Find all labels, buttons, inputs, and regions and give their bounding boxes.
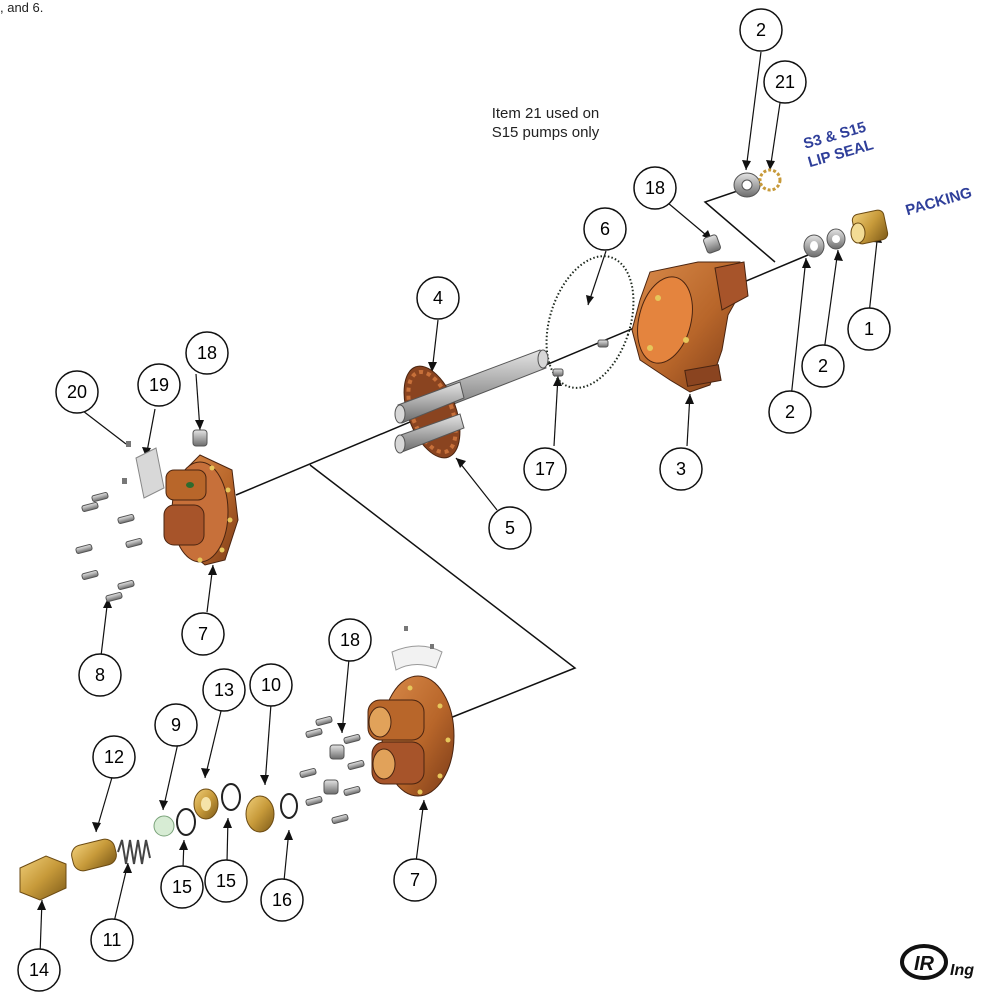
part-capscrews-lower <box>299 715 365 825</box>
callout-10: 10 <box>249 663 293 707</box>
part-packing-nut <box>850 209 889 245</box>
svg-text:9: 9 <box>171 715 181 735</box>
usage-note: Item 21 used on S15 pumps only <box>468 104 623 142</box>
part-nameplate <box>135 447 165 499</box>
callout-19: 19 <box>137 363 181 407</box>
callout-7-upper: 7 <box>181 612 225 656</box>
svg-text:11: 11 <box>103 930 122 950</box>
callout-1: 1 <box>847 307 891 351</box>
callout-21: 21 <box>763 60 807 104</box>
callout-11: 11 <box>90 918 134 962</box>
svg-text:IR: IR <box>914 953 935 975</box>
svg-text:7: 7 <box>198 624 208 644</box>
callout-4: 4 <box>416 276 460 320</box>
callout-18-body: 18 <box>633 166 677 210</box>
part-ball-9 <box>153 815 175 837</box>
header-text-fragment: , and 6. <box>0 0 44 15</box>
callout-balloons: 2 21 18 6 4 18 19 20 17 3 5 2 2 1 7 8 18… <box>17 8 891 992</box>
part-lip-seal <box>733 172 761 198</box>
part-pump-body <box>631 261 749 393</box>
part-drive-screw <box>122 441 131 484</box>
part-cap-nut-14 <box>19 855 67 901</box>
part-retaining-ring-21 <box>758 168 782 192</box>
part-valve-plug-10 <box>245 795 275 833</box>
callout-15-right: 15 <box>204 859 248 903</box>
part-plugs-lower <box>323 744 345 795</box>
part-nameplate-lower <box>391 626 443 671</box>
callout-9: 9 <box>154 703 198 747</box>
svg-text:15: 15 <box>216 871 236 891</box>
part-dowel-pins <box>552 339 609 377</box>
svg-text:8: 8 <box>95 665 105 685</box>
part-adjusting-screw-12 <box>71 838 117 872</box>
callout-15-left: 15 <box>160 865 204 909</box>
callout-7-lower: 7 <box>393 858 437 902</box>
brand-logo: IR Ing <box>900 944 974 980</box>
part-idler-gear <box>394 381 465 454</box>
callout-6: 6 <box>583 207 627 251</box>
svg-text:4: 4 <box>433 288 443 308</box>
callout-5: 5 <box>488 506 532 550</box>
svg-text:20: 20 <box>67 382 87 402</box>
svg-text:12: 12 <box>104 747 124 767</box>
callout-2-lip-seal: 2 <box>739 8 783 52</box>
usage-note-line-2: S15 pumps only <box>491 124 600 141</box>
part-relief-plug-top <box>703 234 721 254</box>
svg-text:18: 18 <box>340 630 360 650</box>
svg-text:2: 2 <box>785 402 795 422</box>
svg-text:18: 18 <box>197 343 217 363</box>
svg-text:13: 13 <box>214 680 234 700</box>
label-packing: PACKING <box>904 184 974 219</box>
callout-18-head: 18 <box>185 331 229 375</box>
brand-logo-text: Ing <box>950 962 974 979</box>
part-capscrews-upper <box>75 491 143 603</box>
callout-14: 14 <box>17 948 61 992</box>
callout-2-packing-a: 2 <box>768 390 812 434</box>
part-head-lower <box>367 675 455 797</box>
svg-text:14: 14 <box>29 960 49 980</box>
callout-3: 3 <box>659 447 703 491</box>
svg-text:3: 3 <box>676 459 686 479</box>
part-plug-upper-left <box>192 429 208 447</box>
part-head-upper <box>163 454 239 566</box>
part-gasket <box>545 255 635 389</box>
svg-text:19: 19 <box>149 375 169 395</box>
callout-20: 20 <box>55 370 99 414</box>
callout-8: 8 <box>78 653 122 697</box>
callout-17: 17 <box>523 447 567 491</box>
part-spring-11 <box>117 839 151 865</box>
callout-12: 12 <box>92 735 136 779</box>
part-packing-rings <box>803 228 846 258</box>
callout-18-lower: 18 <box>328 618 372 662</box>
callout-16: 16 <box>260 878 304 922</box>
svg-text:2: 2 <box>756 20 766 40</box>
svg-text:1: 1 <box>864 319 874 339</box>
callout-2-packing-b: 2 <box>801 344 845 388</box>
svg-text:6: 6 <box>600 219 610 239</box>
leader-arrowheads <box>37 160 882 910</box>
svg-text:5: 5 <box>505 518 515 538</box>
svg-text:15: 15 <box>172 877 192 897</box>
part-oring-16 <box>280 793 298 819</box>
svg-text:7: 7 <box>410 870 420 890</box>
svg-text:18: 18 <box>645 178 665 198</box>
usage-note-line-1: Item 21 used on <box>491 105 600 122</box>
part-adapter-13 <box>193 788 219 820</box>
part-oring-15a <box>176 808 196 836</box>
svg-text:16: 16 <box>272 890 292 910</box>
svg-text:21: 21 <box>775 72 795 92</box>
callout-13: 13 <box>202 668 246 712</box>
svg-text:2: 2 <box>818 356 828 376</box>
svg-text:17: 17 <box>535 459 555 479</box>
part-oring-15b <box>221 783 241 811</box>
svg-text:10: 10 <box>261 675 281 695</box>
